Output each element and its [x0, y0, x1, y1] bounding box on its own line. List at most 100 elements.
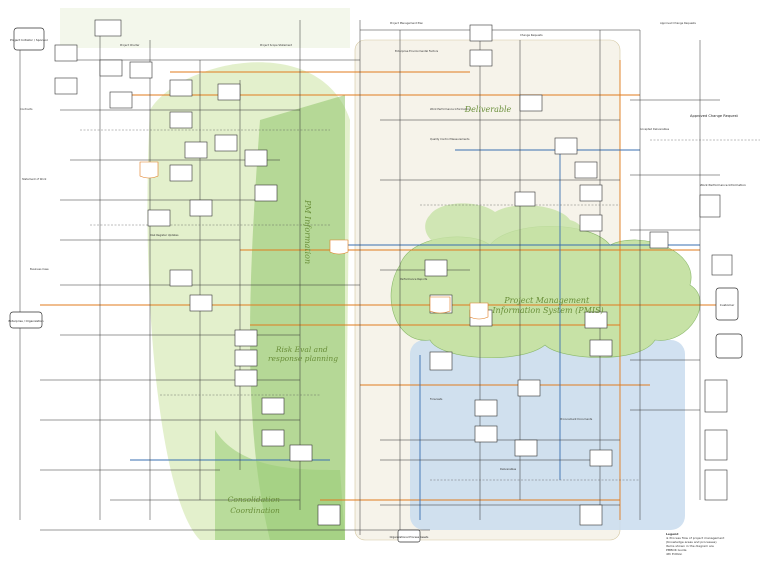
legend-line: PMBOK Guide: [666, 548, 687, 552]
svg-text:Business Case: Business Case: [30, 267, 49, 271]
initiator-label: Project Initiator / Sponsor: [10, 38, 49, 42]
process-box: [429, 351, 453, 371]
svg-text:Forecasts: Forecasts: [430, 397, 443, 401]
process-box: [704, 379, 728, 413]
process-box: [574, 161, 598, 179]
legend-line: Items shown in the diagram are: [666, 544, 714, 548]
process-box: [424, 259, 448, 277]
process-box: [169, 269, 193, 287]
process-box: [317, 504, 341, 526]
process-box: [554, 137, 578, 155]
process-box: [129, 61, 153, 79]
blue-zone: [410, 340, 685, 530]
process-box: [169, 164, 193, 182]
pmis-caption: Project Management Information System (P…: [491, 296, 603, 315]
process-box: [649, 231, 669, 249]
consolidation-zone: [215, 430, 345, 540]
process-box: [517, 379, 541, 397]
legend-line: 4th Edition: [666, 552, 683, 556]
process-box: [704, 469, 728, 501]
process-box: [474, 425, 498, 443]
process-box: [94, 19, 122, 37]
process-box: [214, 134, 238, 152]
process-box: [169, 111, 193, 129]
process-box: [234, 369, 258, 387]
svg-text:Approved Change Requests: Approved Change Requests: [660, 21, 697, 25]
svg-text:Risk Register Updates: Risk Register Updates: [150, 233, 179, 237]
document-icon: [469, 302, 489, 320]
process-box: [579, 184, 603, 202]
process-box: [184, 141, 208, 159]
process-box: [589, 339, 613, 357]
right-header: Work Performance Information: [700, 183, 746, 187]
svg-text:Deliverables: Deliverables: [500, 467, 517, 471]
process-box: [469, 49, 493, 67]
svg-text:Accepted Deliverables: Accepted Deliverables: [640, 127, 670, 131]
process-box: [189, 294, 213, 312]
process-box: [514, 191, 536, 207]
legend-title: Legend: [666, 532, 679, 536]
svg-text:Project Management Plan: Project Management Plan: [390, 21, 423, 25]
document-icon: [429, 296, 451, 314]
process-box: [514, 439, 538, 457]
process-box: [234, 349, 258, 367]
legend-line: ※ Process flow of project management: [666, 536, 725, 540]
document-icon: [139, 161, 159, 179]
documents: [139, 161, 489, 320]
process-box: [109, 91, 133, 109]
process-box: [169, 79, 193, 97]
process-box: [579, 504, 603, 526]
tiny-labels: Project Charter Project Scope Statement …: [20, 21, 697, 471]
actor-customer-2: [715, 333, 743, 359]
process-box: [579, 214, 603, 232]
process-box: [234, 329, 258, 347]
process-box: [261, 429, 285, 447]
process-box: [189, 199, 213, 217]
process-box: [261, 397, 285, 415]
process-box: [99, 59, 123, 77]
svg-text:Contracts: Contracts: [20, 107, 33, 111]
process-box: [704, 429, 728, 461]
document-icon: [329, 239, 349, 255]
process-box: [469, 24, 493, 42]
svg-text:Change Requests: Change Requests: [520, 33, 543, 37]
svg-text:Procurement Documents: Procurement Documents: [560, 417, 593, 421]
dark-flows: [19, 20, 720, 540]
consolidation-caption: Consolidation Coordination: [228, 495, 283, 515]
actors: [9, 27, 743, 543]
process-box: [244, 149, 268, 167]
process-box: [699, 194, 721, 218]
upper-cloud: [425, 203, 583, 248]
actor-initiator: [13, 27, 45, 51]
deliverable-caption: Deliverable: [464, 105, 512, 114]
svg-text:Project Scope Statement: Project Scope Statement: [260, 43, 292, 47]
process-box: [584, 311, 608, 329]
process-box: [519, 94, 543, 112]
svg-text:Statement of Work: Statement of Work: [22, 177, 47, 181]
svg-text:Enterprise Environmental Facto: Enterprise Environmental Factors: [395, 49, 439, 53]
legend-line: (Knowledge areas and processes): [666, 540, 717, 544]
orange-flows: [40, 60, 720, 520]
customer-label: Customer: [720, 303, 735, 307]
enterprise-label: Enterprise / Organization: [9, 319, 44, 323]
assets-sink: [397, 529, 421, 543]
actor-customer: [715, 287, 739, 321]
pm-information-caption: PM Information: [303, 199, 312, 264]
risk-zone-core: [250, 95, 345, 540]
legend: Legend ※ Process flow of project managem…: [666, 532, 762, 556]
svg-text:Performance Reports: Performance Reports: [400, 277, 428, 281]
process-box: [474, 399, 498, 417]
process-box: [217, 83, 241, 101]
process-boxes: [54, 19, 733, 526]
process-box: [711, 254, 733, 276]
svg-text:Project Charter: Project Charter: [120, 43, 140, 47]
process-box: [147, 209, 171, 227]
background-zones: [60, 8, 701, 541]
top-right-note: Approved Change Request: [690, 114, 738, 118]
assets-label: Organizational Process Assets: [390, 535, 429, 539]
process-box: [254, 184, 278, 202]
svg-text:Quality Control Measurements: Quality Control Measurements: [430, 137, 470, 141]
process-box: [54, 77, 78, 95]
process-box: [289, 444, 313, 462]
